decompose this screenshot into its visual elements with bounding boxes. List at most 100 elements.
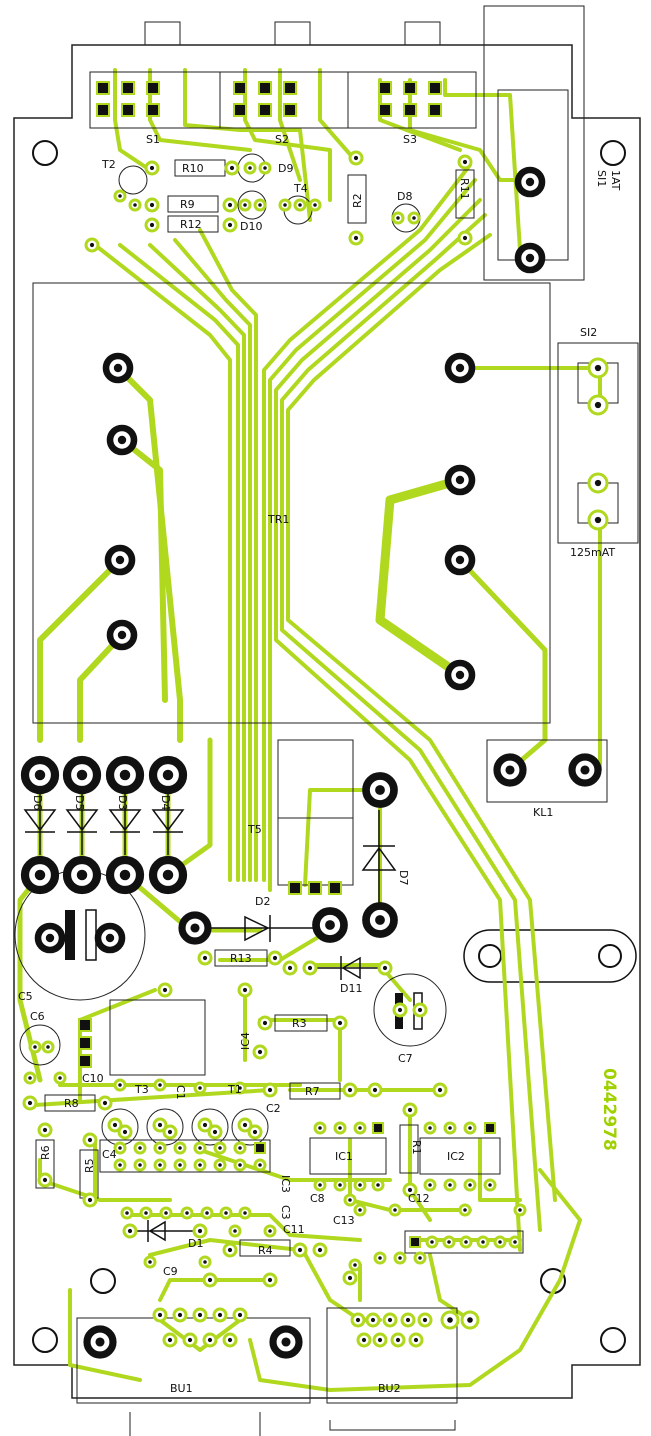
drill-hole: [258, 203, 262, 207]
drill-hole: [417, 1007, 423, 1013]
drill-hole: [448, 1183, 452, 1187]
label-t4: T4: [293, 182, 308, 195]
label-bu2: BU2: [378, 1382, 401, 1395]
solder-pad: [283, 81, 297, 95]
label-d11: D11: [340, 982, 362, 995]
drill-hole: [361, 1337, 367, 1343]
label-c3: C3: [279, 1205, 292, 1220]
drill-hole: [158, 1163, 162, 1167]
drill-hole: [405, 1317, 411, 1323]
drill-hole: [113, 363, 123, 373]
drill-hole: [375, 785, 385, 795]
drill-hole: [318, 1183, 322, 1187]
drill-hole: [258, 1163, 262, 1167]
drill-hole: [347, 1275, 353, 1281]
solder-pad: [258, 103, 272, 117]
drill-hole: [34, 869, 46, 881]
drill-hole: [218, 1163, 222, 1167]
drill-hole: [447, 1240, 451, 1244]
solder-pad: [372, 1122, 384, 1134]
drill-hole: [227, 222, 233, 228]
drill-hole: [162, 987, 168, 993]
drill-hole: [149, 222, 155, 228]
drill-hole: [205, 1211, 209, 1215]
label-d3: D3: [116, 795, 129, 810]
solder-pad: [288, 881, 302, 895]
label-r4: R4: [258, 1244, 273, 1257]
drill-hole: [144, 1211, 148, 1215]
drill-hole: [233, 1229, 237, 1233]
solder-pad: [78, 1054, 92, 1068]
drill-hole: [488, 1183, 492, 1187]
drill-hole: [117, 630, 127, 640]
label-d5: D5: [73, 795, 86, 810]
drill-hole: [337, 1020, 343, 1026]
drill-hole: [138, 1163, 142, 1167]
solder-pad: [96, 81, 110, 95]
label-r8: R8: [64, 1097, 79, 1110]
drill-hole: [481, 1240, 485, 1244]
drill-hole: [118, 1163, 122, 1167]
drill-hole: [370, 1317, 376, 1323]
label-s3: S3: [403, 133, 417, 146]
label-s1: S1: [146, 133, 160, 146]
label-c10: C10: [82, 1072, 104, 1085]
drill-hole: [229, 165, 235, 171]
label-tr1: TR1: [267, 513, 289, 526]
drill-hole: [157, 1122, 163, 1128]
drill-hole: [157, 1312, 163, 1318]
drill-hole: [148, 1260, 152, 1264]
drill-hole: [428, 1126, 432, 1130]
drill-hole: [242, 987, 248, 993]
drill-hole: [118, 1146, 122, 1150]
drill-hole: [117, 435, 127, 445]
drill-hole: [95, 1337, 105, 1347]
drill-hole: [594, 516, 602, 524]
label-r12: R12: [180, 218, 202, 231]
label-c11: C11: [283, 1223, 305, 1236]
drill-hole: [198, 1163, 202, 1167]
label-si2-rating: 125mAT: [570, 546, 615, 559]
drill-hole: [167, 1337, 173, 1343]
label-c6: C6: [30, 1010, 45, 1023]
drill-hole: [33, 1045, 37, 1049]
solder-pads: [20, 81, 609, 1359]
drill-hole: [313, 203, 317, 207]
drill-hole: [118, 1083, 122, 1087]
drill-hole: [268, 1229, 272, 1233]
drill-hole: [198, 1146, 202, 1150]
drill-hole: [243, 203, 247, 207]
label-r10: R10: [182, 162, 204, 175]
label-ic3: IC3: [279, 1175, 292, 1193]
drill-hole: [162, 769, 174, 781]
label-t2: T2: [101, 158, 116, 171]
drill-hole: [164, 1211, 168, 1215]
drill-hole: [428, 1183, 432, 1187]
drill-hole: [248, 166, 252, 170]
drill-hole: [594, 401, 602, 409]
drill-hole: [42, 1127, 48, 1133]
drill-hole: [307, 965, 313, 971]
label-d6: D6: [31, 795, 44, 810]
drill-hole: [347, 1087, 353, 1093]
drill-hole: [87, 1137, 93, 1143]
drill-hole: [430, 1240, 434, 1244]
label-ic2: IC2: [447, 1150, 465, 1163]
drill-hole: [237, 1312, 243, 1318]
solder-pad: [233, 103, 247, 117]
drill-hole: [27, 1100, 33, 1106]
label-c8: C8: [310, 1192, 325, 1205]
drill-hole: [45, 933, 55, 943]
drill-hole: [252, 1129, 258, 1135]
label-r13: R13: [230, 952, 252, 965]
drill-hole: [407, 1187, 413, 1193]
drill-hole: [122, 1129, 128, 1135]
drill-hole: [149, 165, 155, 171]
drill-hole: [267, 1277, 273, 1283]
drill-hole: [202, 1122, 208, 1128]
drill-hole: [455, 670, 465, 680]
drill-hole: [158, 1083, 162, 1087]
drill-hole: [382, 965, 388, 971]
